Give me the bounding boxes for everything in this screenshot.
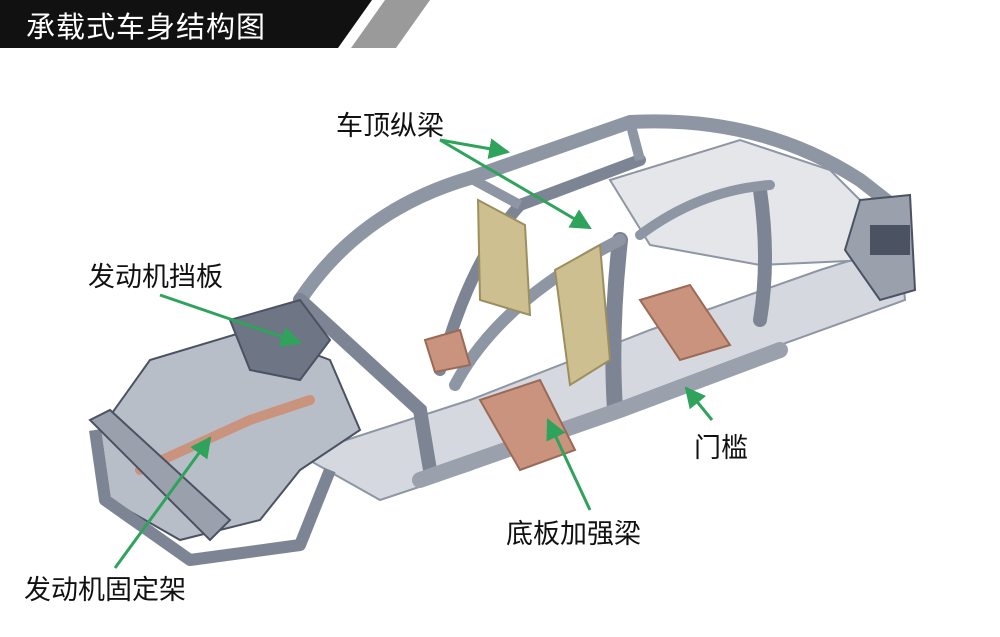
- a-pillar: [293, 293, 437, 477]
- floor-beam-rear: [638, 283, 732, 362]
- title-bar: [0, 0, 430, 48]
- callout-roof-rail: 车顶纵梁: [336, 111, 444, 142]
- rear-door-frame: [635, 180, 775, 240]
- tan-reinforcement-rear: [553, 243, 612, 387]
- floor-beam-mid: [423, 328, 472, 374]
- page-title: 承载式车身结构图: [26, 10, 267, 44]
- arrow-roof-rail-a: [439, 138, 511, 160]
- front-frame-rail: [89, 429, 336, 566]
- b-pillar: [605, 232, 628, 418]
- arrow-roof-rail-b: [439, 138, 592, 230]
- engine-mount-rail: [135, 395, 315, 475]
- arrow-engine-mount: [113, 436, 212, 569]
- tan-reinforcement-front: [476, 198, 532, 317]
- callout-engine-mount: 发动机固定架: [24, 575, 186, 606]
- arrow-floor-beam: [546, 418, 592, 511]
- roof-crossmember: [467, 173, 523, 210]
- callout-firewall: 发动机挡板: [88, 262, 223, 293]
- arrow-firewall: [159, 293, 302, 347]
- roof-crossmember-rear: [625, 120, 645, 162]
- rear-bracket: [870, 225, 910, 255]
- door-sill: [412, 342, 788, 488]
- callout-door-sill: 门槛: [694, 433, 748, 464]
- c-pillar: [753, 183, 772, 327]
- front-bumper-beam: [88, 408, 232, 542]
- floor-beam-front: [478, 378, 577, 472]
- rear-panel: [608, 138, 882, 267]
- callout-floor-beam: 底板加强梁: [506, 519, 641, 550]
- arrow-door-sill: [684, 386, 714, 421]
